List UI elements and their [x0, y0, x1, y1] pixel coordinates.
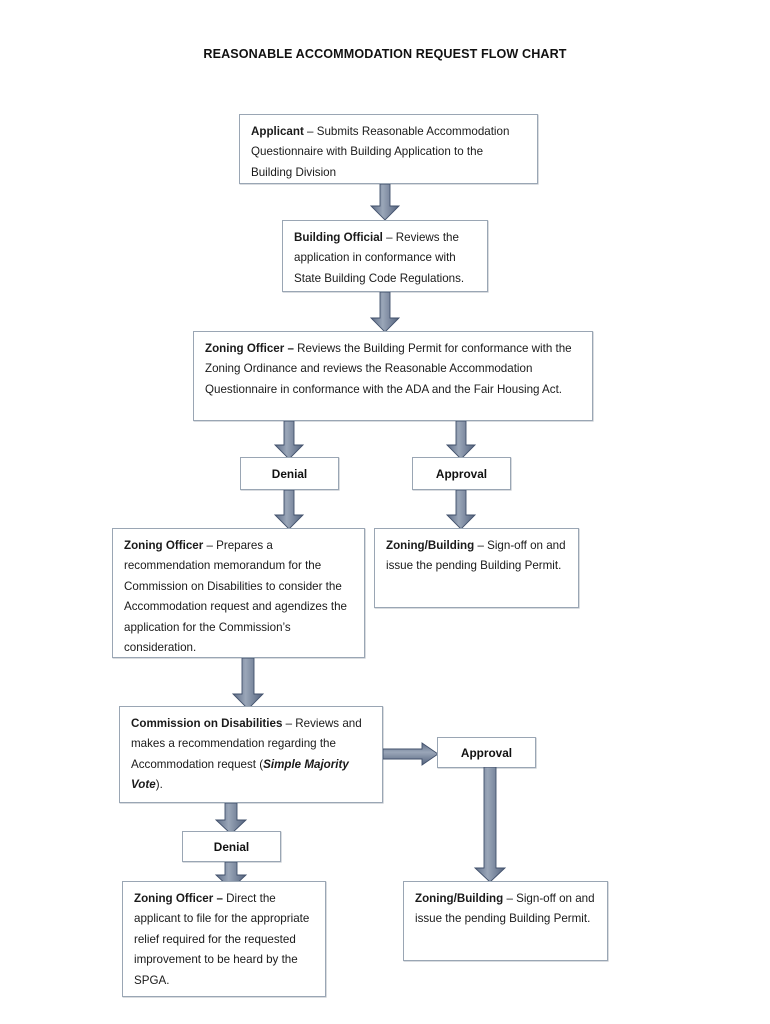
node-building-official-body: Reviews the application in conformance w… — [294, 231, 465, 285]
node-building-official-dash: – — [382, 231, 396, 244]
node-zoning-building-1-body: Sign-off on and issue the pending Buildi… — [386, 539, 566, 573]
node-zoning-officer-memo-body: Prepares a recommendation memorandum for… — [124, 539, 347, 655]
arrow-approval-to-zoning-building — [444, 490, 478, 530]
node-building-official-role: Building Official — [294, 231, 383, 244]
node-commission-dash: – — [282, 717, 296, 730]
node-applicant-role: Applicant — [251, 125, 304, 138]
decision-approval-1: Approval — [412, 457, 511, 490]
arrow-commission-to-approval — [383, 742, 439, 766]
node-zoning-building-2-body: Sign-off on and issue the pending Buildi… — [415, 892, 595, 926]
page-title: REASONABLE ACCOMMODATION REQUEST FLOW CH… — [203, 47, 567, 61]
node-zoning-building-1-dash: – — [474, 539, 488, 552]
node-zoning-building-2: Zoning/Building – Sign-off on and issue … — [403, 881, 608, 961]
node-applicant: Applicant – Submits Reasonable Accommoda… — [239, 114, 538, 184]
node-applicant-dash: – — [303, 125, 317, 138]
node-zoning-officer-memo-dash: – — [203, 539, 217, 552]
node-commission-body-before: Reviews and makes a recommendation regar… — [131, 717, 362, 771]
decision-denial-2: Denial — [182, 831, 281, 862]
arrow-approval-2-to-zoning-building-2 — [473, 767, 507, 883]
node-applicant-body: Submits Reasonable Accommodation Questio… — [251, 125, 510, 179]
node-zoning-officer-review-role: Zoning Officer – — [205, 342, 294, 355]
node-zoning-officer-spga-body: Direct the applicant to file for the app… — [134, 892, 310, 987]
node-commission-emphasis: Simple Majority Vote — [131, 757, 349, 792]
decision-denial-1: Denial — [240, 457, 339, 490]
node-zoning-officer-review: Zoning Officer – Reviews the Building Pe… — [193, 331, 593, 421]
node-commission-body-after: ). — [155, 778, 163, 792]
node-building-official: Building Official – Reviews the applicat… — [282, 220, 488, 292]
arrow-building-official-to-zoning-officer — [368, 292, 402, 333]
node-zoning-building-1-role: Zoning/Building — [386, 539, 475, 552]
node-zoning-building-1: Zoning/Building – Sign-off on and issue … — [374, 528, 579, 608]
decision-approval-2: Approval — [437, 737, 536, 768]
node-commission-on-disabilities: Commission on Disabilities – Reviews and… — [119, 706, 383, 803]
arrow-zoning-officer-to-approval — [444, 421, 478, 460]
node-zoning-officer-memo-role: Zoning Officer — [124, 539, 204, 552]
decision-approval-2-label: Approval — [460, 745, 513, 760]
decision-denial-2-label: Denial — [213, 839, 250, 854]
node-zoning-officer-spga-role: Zoning Officer – — [134, 892, 223, 905]
arrow-denial-to-zoning-officer-memo — [272, 490, 306, 530]
arrow-zoning-officer-to-denial — [272, 421, 306, 460]
arrow-applicant-to-building-official — [368, 184, 402, 221]
decision-approval-1-label: Approval — [435, 466, 488, 481]
decision-denial-1-label: Denial — [271, 466, 308, 481]
node-zoning-officer-spga: Zoning Officer – Direct the applicant to… — [122, 881, 326, 997]
arrow-zoning-officer-memo-to-commission — [230, 658, 266, 710]
node-zoning-building-2-dash: – — [503, 892, 517, 905]
node-commission-role: Commission on Disabilities — [131, 717, 283, 730]
node-zoning-building-2-role: Zoning/Building — [415, 892, 504, 905]
node-zoning-officer-review-body: Reviews the Building Permit for conforma… — [205, 342, 572, 396]
node-zoning-officer-memo: Zoning Officer – Prepares a recommendati… — [112, 528, 365, 658]
